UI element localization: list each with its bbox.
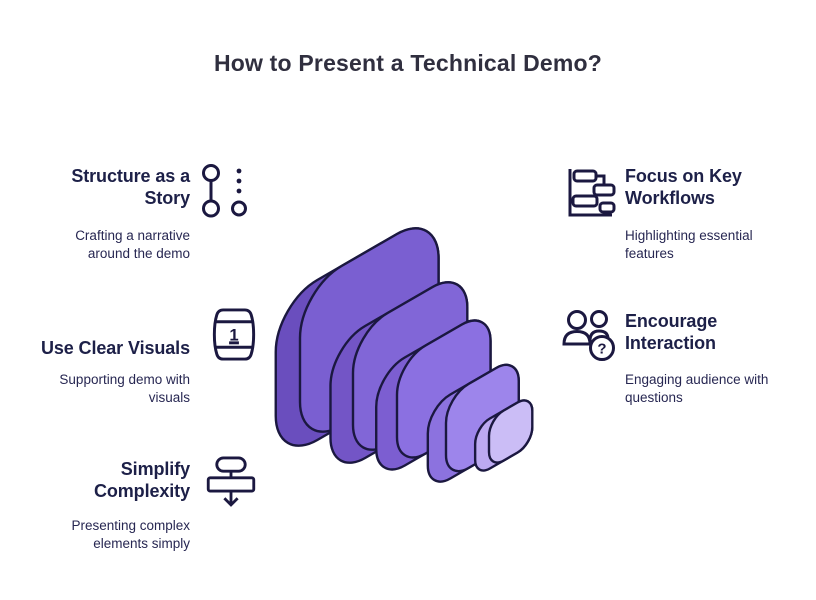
block-heading: Use Clear Visuals bbox=[40, 338, 190, 358]
funnel-stack-graphic bbox=[255, 195, 555, 495]
gantt-chart-icon bbox=[568, 169, 616, 217]
funnel-layer-5 bbox=[475, 394, 532, 477]
barrel-number-label: 1 bbox=[229, 325, 238, 344]
funnel-layer-5-face bbox=[489, 394, 532, 469]
block-body: Presenting complex elements simply bbox=[71, 518, 190, 551]
flowchart-arrow-icon bbox=[206, 456, 256, 507]
block-heading: Structure as a Story bbox=[71, 166, 190, 208]
block-heading: Simplify Complexity bbox=[93, 459, 190, 501]
block-body: Supporting demo with visuals bbox=[59, 372, 190, 405]
block-heading: Focus on Key Workflows bbox=[625, 166, 742, 208]
question-mark-label: ? bbox=[597, 341, 606, 358]
audience-question-icon: ? bbox=[562, 310, 615, 361]
block-body: Highlighting essential features bbox=[625, 228, 753, 261]
block-body: Crafting a narrative around the demo bbox=[75, 228, 190, 261]
timeline-steps-icon bbox=[202, 164, 247, 218]
block-body: Engaging audience with questions bbox=[625, 372, 769, 405]
block-heading: Encourage Interaction bbox=[625, 311, 718, 353]
barrel-icon: 1 bbox=[212, 308, 256, 361]
page-title: How to Present a Technical Demo? bbox=[213, 50, 603, 76]
